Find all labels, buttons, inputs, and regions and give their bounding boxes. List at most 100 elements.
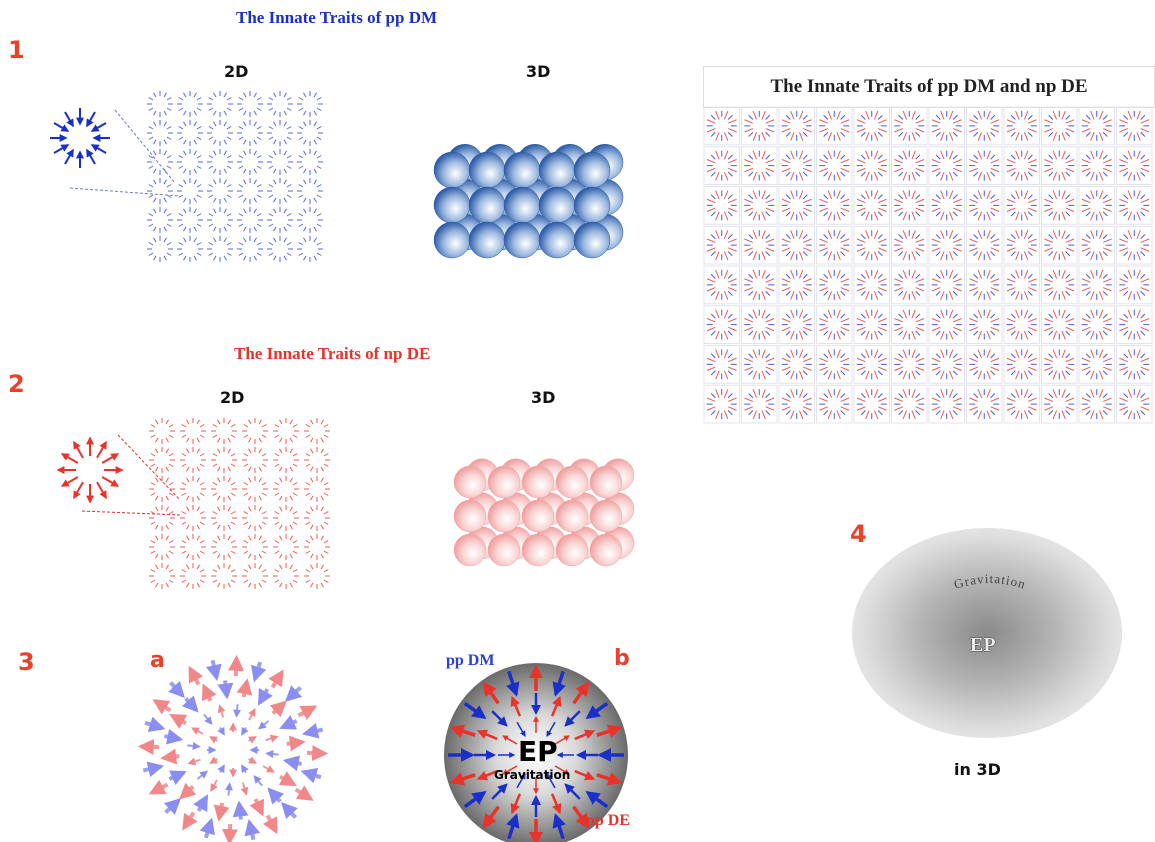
tick-mark: [1065, 313, 1071, 319]
tick-mark: [199, 511, 205, 515]
tick-mark: [836, 291, 841, 300]
tick-mark: [166, 252, 172, 256]
tick-mark: [948, 132, 954, 141]
tick-mark: [1140, 290, 1146, 296]
tick-mark: [873, 251, 879, 261]
tick-mark: [878, 167, 887, 173]
tick-mark: [727, 131, 733, 137]
tick-mark: [1103, 406, 1112, 411]
tick-mark: [238, 126, 244, 130]
outward-arrow: [209, 736, 219, 744]
tick-mark: [227, 582, 231, 588]
tick-mark: [286, 97, 292, 101]
tick-mark: [208, 252, 214, 256]
tick-mark: [973, 251, 979, 257]
tick-mark: [785, 114, 791, 120]
tick-mark: [323, 540, 329, 544]
grid-cell: [1116, 106, 1153, 146]
tick-mark: [196, 535, 200, 541]
tick-mark: [1140, 194, 1146, 200]
inward-arrow: [267, 787, 285, 805]
tick-mark: [706, 406, 716, 411]
tick-mark: [728, 167, 737, 173]
tick-mark: [248, 477, 252, 483]
grid-cell: [1003, 345, 1040, 384]
tick-mark: [273, 255, 277, 261]
tick-mark: [1061, 211, 1066, 221]
inward-arrow: [491, 710, 508, 727]
tick-mark: [199, 424, 205, 428]
tick-mark: [227, 535, 231, 541]
tick-mark: [915, 128, 925, 133]
tick-mark: [935, 410, 941, 416]
tick-mark: [256, 194, 262, 198]
outward-arrow: [187, 757, 201, 766]
grid-cell: [1116, 146, 1153, 185]
tick-mark: [208, 242, 214, 246]
tick-mark: [878, 287, 887, 292]
sphere: [555, 499, 589, 533]
tick-mark: [1119, 167, 1128, 173]
tick-mark: [227, 564, 231, 570]
tick-mark: [856, 128, 866, 133]
tick-mark: [710, 131, 716, 137]
tick-mark: [316, 223, 322, 227]
tick-mark: [1103, 278, 1112, 283]
tick-mark: [727, 330, 733, 336]
tick-mark: [226, 136, 232, 140]
tick-mark: [1085, 114, 1091, 120]
tick-mark: [973, 313, 979, 319]
tick-mark: [706, 287, 716, 292]
tick-mark: [213, 168, 217, 174]
tick-mark: [1006, 247, 1016, 252]
tick-mark: [727, 234, 733, 240]
inward-arrow: [281, 801, 298, 820]
tick-mark: [227, 506, 231, 512]
tick-mark: [168, 511, 174, 515]
tick-mark: [823, 211, 829, 217]
tick-mark: [1103, 198, 1112, 204]
tick-mark: [990, 198, 1000, 204]
tick-mark: [765, 326, 775, 332]
tick-mark: [915, 114, 921, 120]
tick-mark: [1085, 410, 1091, 416]
section1-label-2d: 2D: [224, 62, 249, 81]
tick-mark: [728, 406, 737, 411]
tick-mark: [986, 251, 991, 261]
tick-mark: [193, 237, 197, 243]
tick-mark: [150, 521, 156, 525]
tick-mark: [1103, 238, 1112, 243]
tick-mark: [148, 252, 154, 256]
tick-mark: [320, 419, 324, 425]
tick-mark: [898, 131, 904, 137]
tick-mark: [728, 247, 737, 252]
tick-mark: [935, 194, 941, 200]
tick-mark: [877, 273, 883, 279]
tick-mark: [827, 251, 833, 261]
tick-mark: [744, 159, 753, 164]
grid-cell: [703, 186, 740, 225]
tick-mark: [213, 197, 217, 203]
tick-mark: [1027, 353, 1033, 359]
tick-mark: [1136, 349, 1141, 359]
tick-mark: [148, 213, 154, 217]
tick-mark: [953, 318, 962, 323]
tick-mark: [273, 121, 277, 127]
tick-mark: [915, 273, 921, 279]
outward-arrow: [265, 734, 279, 743]
tick-mark: [911, 132, 916, 141]
inward-arrow: [253, 775, 263, 787]
tick-mark: [748, 114, 754, 120]
sphere: [503, 151, 541, 189]
tick-mark: [258, 448, 262, 454]
tick-mark: [212, 482, 218, 486]
tick-mark: [785, 393, 791, 399]
tick-mark: [178, 97, 184, 101]
tick-mark: [911, 410, 916, 420]
tick-mark: [781, 128, 791, 133]
tick-mark: [298, 223, 304, 227]
tick-mark: [163, 139, 167, 145]
tick-mark: [1119, 406, 1128, 411]
grid-cell: [891, 146, 928, 185]
tick-mark: [798, 330, 804, 340]
